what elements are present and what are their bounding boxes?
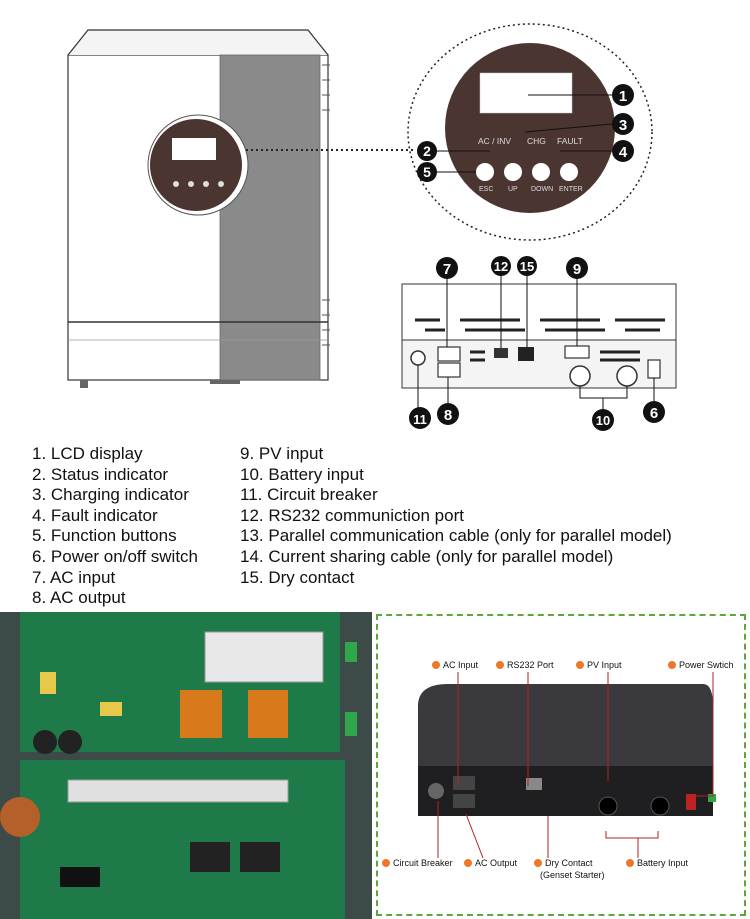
legend-item: 1. LCD display (32, 444, 143, 463)
label-dry-contact: Dry Contact (534, 858, 593, 868)
pcb-photo (0, 612, 372, 919)
legend-item: 11. Circuit breaker (240, 485, 378, 505)
callouts-front: 1 3 4 2 5 (417, 84, 634, 182)
callout-6: 6 (650, 405, 658, 422)
callout-12: 12 (494, 259, 508, 274)
callout-11: 11 (413, 412, 427, 427)
inverter-front-view (67, 29, 330, 388)
inverter-diagram: AC / INV CHG FAULT ESC UP DOWN ENTER 1 3… (67, 23, 677, 431)
callout-dot (382, 859, 390, 867)
indicator-fault: FAULT (557, 136, 583, 146)
button-esc-label: ESC (479, 186, 493, 193)
label-rs232: RS232 Port (496, 660, 554, 670)
label-text: Power Swtich (679, 660, 734, 670)
button-enter-label: ENTER (559, 186, 583, 193)
button-up-label: UP (508, 186, 518, 193)
callout-9: 9 (573, 261, 581, 278)
zoomed-control-panel: AC / INV CHG FAULT ESC UP DOWN ENTER (407, 23, 653, 241)
label-ac-input: AC Input (432, 660, 478, 670)
label-text: AC Output (475, 858, 518, 868)
label-text: Circuit Breaker (393, 858, 453, 868)
label-text: Dry Contact (545, 858, 593, 868)
legend-item: 4. Fault indicator (32, 505, 158, 525)
callout-dot (432, 661, 440, 669)
callout-1: 1 (619, 88, 627, 105)
callout-10: 10 (596, 413, 610, 428)
label-text: PV Input (587, 660, 622, 670)
legend-left: 1. LCD display 2. Status indicator 3. Ch… (32, 444, 198, 609)
label-dry-contact-sub: (Genset Starter) (540, 870, 605, 880)
legend-item: 2. Status indicator (32, 464, 169, 484)
callout-dot (576, 661, 584, 669)
callout-3: 3 (619, 117, 627, 134)
legend-item: 8. AC output (32, 588, 126, 608)
callout-dot (534, 859, 542, 867)
legend-item: 12. RS232 communiction port (240, 505, 464, 525)
legend-item: 13. Parallel communication cable (only f… (240, 526, 672, 546)
callout-dot (626, 859, 634, 867)
inverter-bottom-view (401, 276, 677, 410)
label-text: RS232 Port (507, 660, 554, 670)
callout-dot (668, 661, 676, 669)
label-battery-input: Battery Input (626, 858, 688, 868)
callout-4: 4 (619, 144, 628, 161)
callout-8: 8 (444, 407, 452, 424)
label-text: Battery Input (637, 858, 689, 868)
callout-15: 15 (520, 259, 534, 274)
label-circuit-breaker: Circuit Breaker (382, 858, 453, 868)
product-photo-panel: AC Input RS232 Port PV Input Power Swtic… (376, 614, 746, 916)
label-ac-output: AC Output (464, 858, 517, 868)
legend-item: 9. PV input (240, 444, 324, 463)
legend-right: 9. PV input 10. Battery input 11. Circui… (240, 444, 672, 588)
inverter-rear-photo (418, 684, 716, 816)
legend-item: 3. Charging indicator (32, 485, 189, 505)
callout-dot (464, 859, 472, 867)
button-down-label: DOWN (531, 186, 553, 193)
legend-item: 6. Power on/off switch (32, 546, 198, 566)
legend-item: 7. AC input (32, 567, 116, 587)
label-power-switch: Power Swtich (668, 660, 734, 670)
callouts-bottom: 7 12 15 9 11 8 10 6 (409, 256, 665, 431)
indicator-ac-inv: AC / INV (478, 136, 511, 146)
legend-item: 10. Battery input (240, 464, 364, 484)
callout-5: 5 (423, 164, 431, 180)
indicator-chg: CHG (527, 136, 546, 146)
legend-item: 14. Current sharing cable (only for para… (240, 546, 614, 566)
label-text: AC Input (443, 660, 479, 670)
legend-item: 5. Function buttons (32, 526, 177, 546)
photo-leader-lines (437, 672, 714, 859)
callout-dot (496, 661, 504, 669)
callout-2: 2 (423, 143, 431, 159)
callout-7: 7 (443, 261, 451, 278)
legend-item: 15. Dry contact (240, 567, 355, 587)
label-pv-input: PV Input (576, 660, 622, 670)
